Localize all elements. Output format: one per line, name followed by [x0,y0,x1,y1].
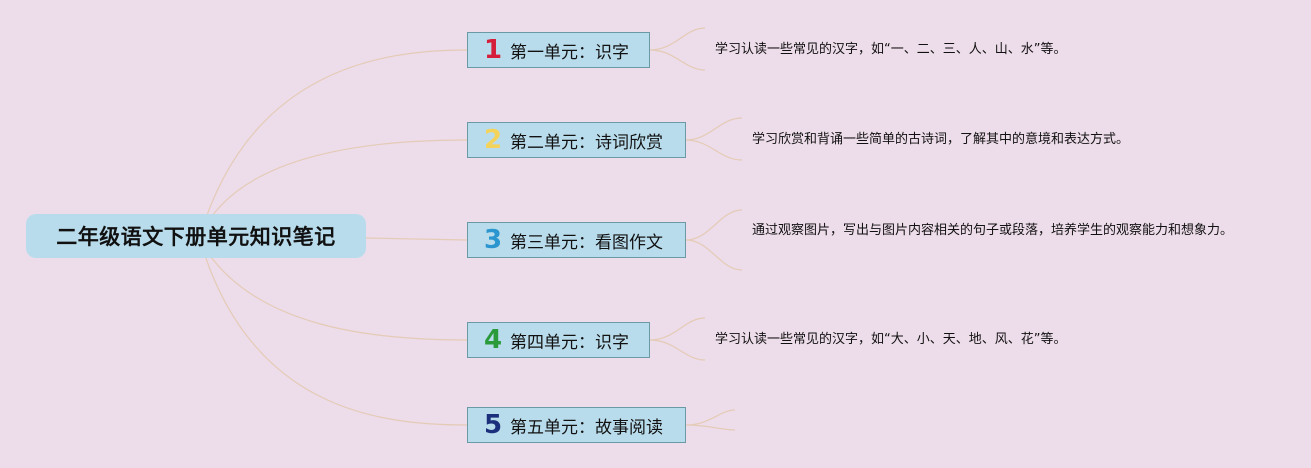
connector-root-unit3 [365,237,468,241]
unit-number-3: 3 [484,225,503,255]
connector-unit2-note [685,117,743,161]
unit-title-4: 第四单元：识字 [510,332,629,353]
root-topic[interactable]: 二年级语文下册单元知识笔记 [26,214,366,258]
unit-number-5: 5 [484,410,503,440]
unit-node-5[interactable]: 5 第五单元：故事阅读 [467,407,686,443]
unit-note-3[interactable]: 通过观察图片，写出与图片内容相关的句子或段落，培养学生的观察能力和想象力。 [752,223,1234,238]
connector-root-unit1 [199,49,468,237]
unit-title-5: 第五单元：故事阅读 [510,417,663,438]
unit-node-4[interactable]: 4 第四单元：识字 [467,322,650,358]
unit-node-2[interactable]: 2 第二单元：诗词欣赏 [467,122,686,158]
unit-number-4: 4 [484,325,503,355]
unit-note-1[interactable]: 学习认读一些常见的汉字，如“一、二、三、人、山、水”等。 [715,42,1067,57]
connector-unit1-note [649,27,706,71]
unit-note-4[interactable]: 学习认读一些常见的汉字，如“大、小、天、地、风、花”等。 [715,332,1067,347]
unit-note-2[interactable]: 学习欣赏和背诵一些简单的古诗词，了解其中的意境和表达方式。 [752,132,1130,147]
unit-title-2: 第二单元：诗词欣赏 [510,132,663,153]
unit-title-1: 第一单元：识字 [510,42,629,63]
connector-unit4-note [649,317,706,361]
connector-root-unit4 [199,239,468,341]
unit-number-1: 1 [484,35,503,65]
connector-root-unit5 [199,239,468,426]
connector-root-unit2 [199,139,468,237]
unit-number-2: 2 [484,125,503,155]
unit-node-3[interactable]: 3 第三单元：看图作文 [467,222,686,258]
unit-node-1[interactable]: 1 第一单元：识字 [467,32,650,68]
connector-unit3-note [685,209,743,271]
unit-title-3: 第三单元：看图作文 [510,232,663,253]
connector-unit5-note [685,409,736,431]
